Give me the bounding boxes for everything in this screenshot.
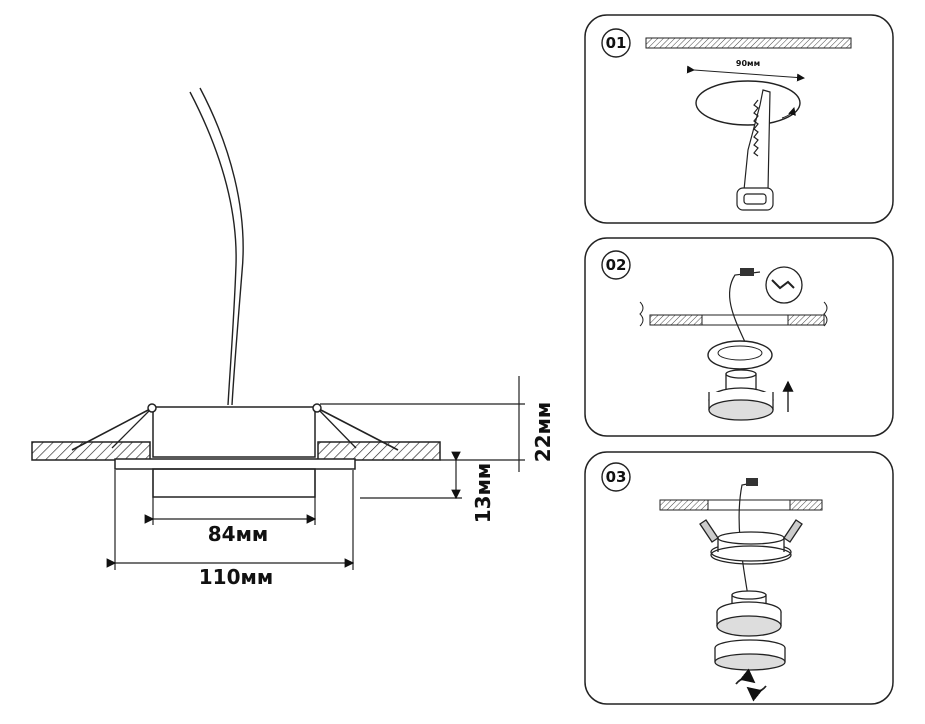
fixture-housing — [699, 519, 803, 565]
ceiling-right — [787, 314, 825, 326]
ceiling — [645, 37, 852, 49]
step-number: 01 — [606, 34, 627, 52]
decorative-ring — [714, 639, 786, 671]
step-number-badge — [601, 462, 631, 492]
dim-visible-height: 13мм — [471, 463, 495, 524]
step-02-panel: 02 — [584, 237, 894, 437]
power-cable — [728, 271, 761, 343]
fixture-body — [152, 406, 316, 458]
drywall-saw-icon — [736, 89, 774, 211]
dim-inner-width: 84мм — [208, 522, 269, 546]
ceiling-hole — [695, 80, 801, 126]
spring-clip-left — [71, 407, 153, 451]
ceiling-right — [317, 441, 441, 461]
rotate-icon — [735, 668, 767, 702]
fixture-flange — [114, 458, 356, 470]
step-01-panel: 01 90мм — [584, 14, 894, 224]
ceiling-left — [659, 499, 709, 511]
step-number: 02 — [606, 256, 627, 274]
ceiling-left — [649, 314, 703, 326]
step-03-panel: 03 — [584, 451, 894, 705]
main-drawing — [31, 87, 525, 570]
power-cable — [189, 91, 237, 406]
lamp-module — [716, 590, 782, 637]
spring-clip-right — [316, 407, 399, 451]
dim-total-height: 22мм — [531, 402, 555, 463]
connector — [740, 268, 754, 276]
hole-diameter: 90мм — [736, 59, 760, 68]
ceiling-left — [31, 441, 151, 461]
connector — [746, 478, 758, 486]
lamp-module — [708, 369, 774, 421]
step-number-badge — [601, 28, 631, 58]
ceiling-right — [789, 499, 823, 511]
step-number: 03 — [606, 468, 627, 486]
dim-outer-width: 110мм — [199, 565, 273, 589]
step-number-badge — [601, 250, 631, 280]
